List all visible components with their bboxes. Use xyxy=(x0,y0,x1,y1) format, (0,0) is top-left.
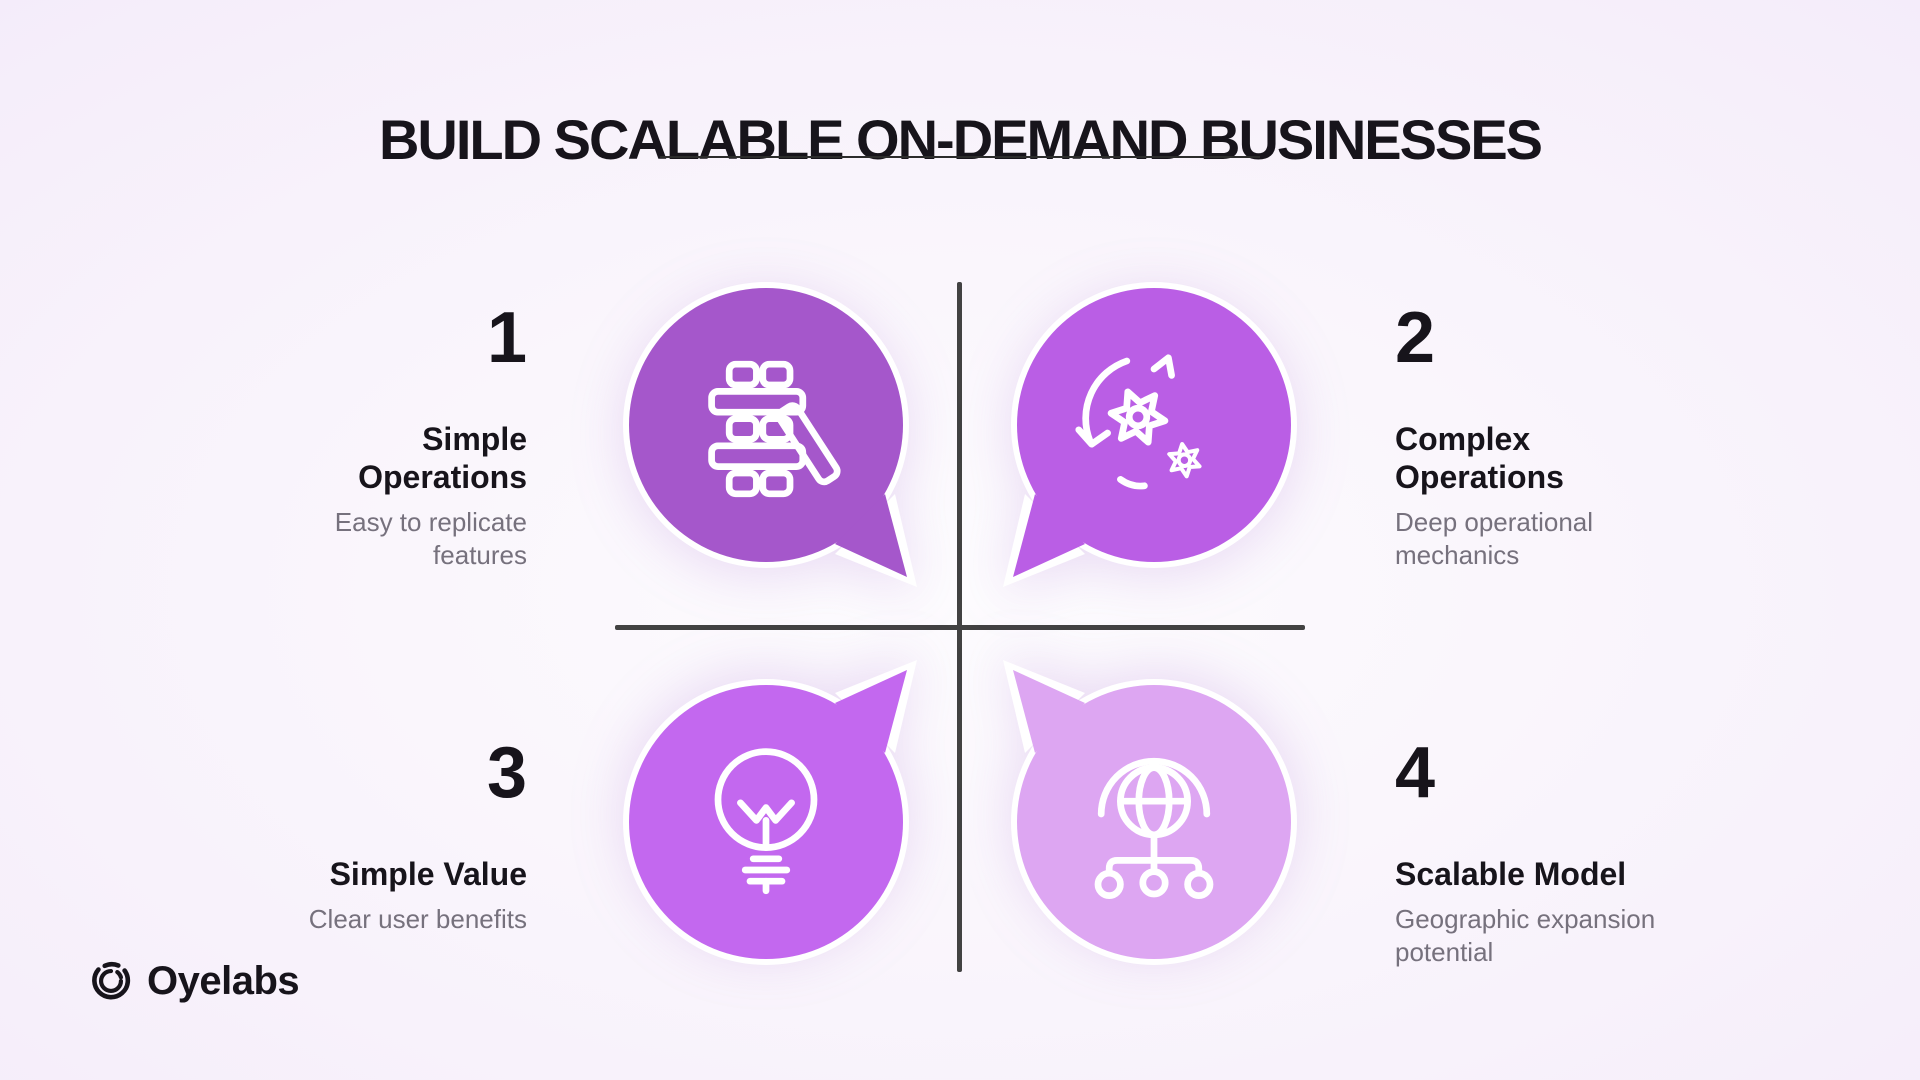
quadrant-title: Complex Operations xyxy=(1395,421,1564,496)
speech-bubble-shape xyxy=(1003,660,1297,965)
quadrant-description: Geographic expansion potential xyxy=(1395,904,1656,968)
title-underline xyxy=(660,156,1260,158)
quadrant-number: 2 xyxy=(1395,298,1436,378)
quadrant-description: Clear user benefits xyxy=(308,904,527,935)
quadrant-number: 1 xyxy=(486,298,527,378)
quadrant-3-text: 3 Simple Value Clear user benefits xyxy=(259,737,527,936)
oyelabs-logo: Oyelabs xyxy=(88,958,300,1004)
gears-refresh-icon xyxy=(1074,345,1234,505)
logo-text: Oyelabs xyxy=(147,959,300,1003)
quadrant-number: 3 xyxy=(486,733,527,813)
globe-network-icon xyxy=(1074,742,1234,902)
quadrant-2-text: 2 Complex Operations Deep operational me… xyxy=(1395,302,1663,573)
quadrant-1-text: 1 Simple Operations Easy to replicate fe… xyxy=(259,302,527,573)
quadrant-divider-vertical xyxy=(957,282,962,972)
lightbulb-icon xyxy=(686,742,846,902)
quadrant-title: Simple Value xyxy=(329,856,527,892)
quadrant-description: Easy to replicate features xyxy=(334,507,527,571)
quadrant-4-text: 4 Scalable Model Geographic expansion po… xyxy=(1395,737,1663,970)
stacked-blocks-icon xyxy=(686,345,846,505)
page-title: BUILD SCALABLE ON-DEMAND BUSINESSES xyxy=(378,107,1543,171)
oyelabs-logo-icon xyxy=(88,958,134,1004)
quadrant-number: 4 xyxy=(1395,733,1436,813)
speech-bubble-4 xyxy=(999,660,1299,967)
quadrant-title: Simple Operations xyxy=(358,421,527,496)
quadrant-description: Deep operational mechanics xyxy=(1395,507,1594,571)
quadrant-title: Scalable Model xyxy=(1395,856,1627,892)
